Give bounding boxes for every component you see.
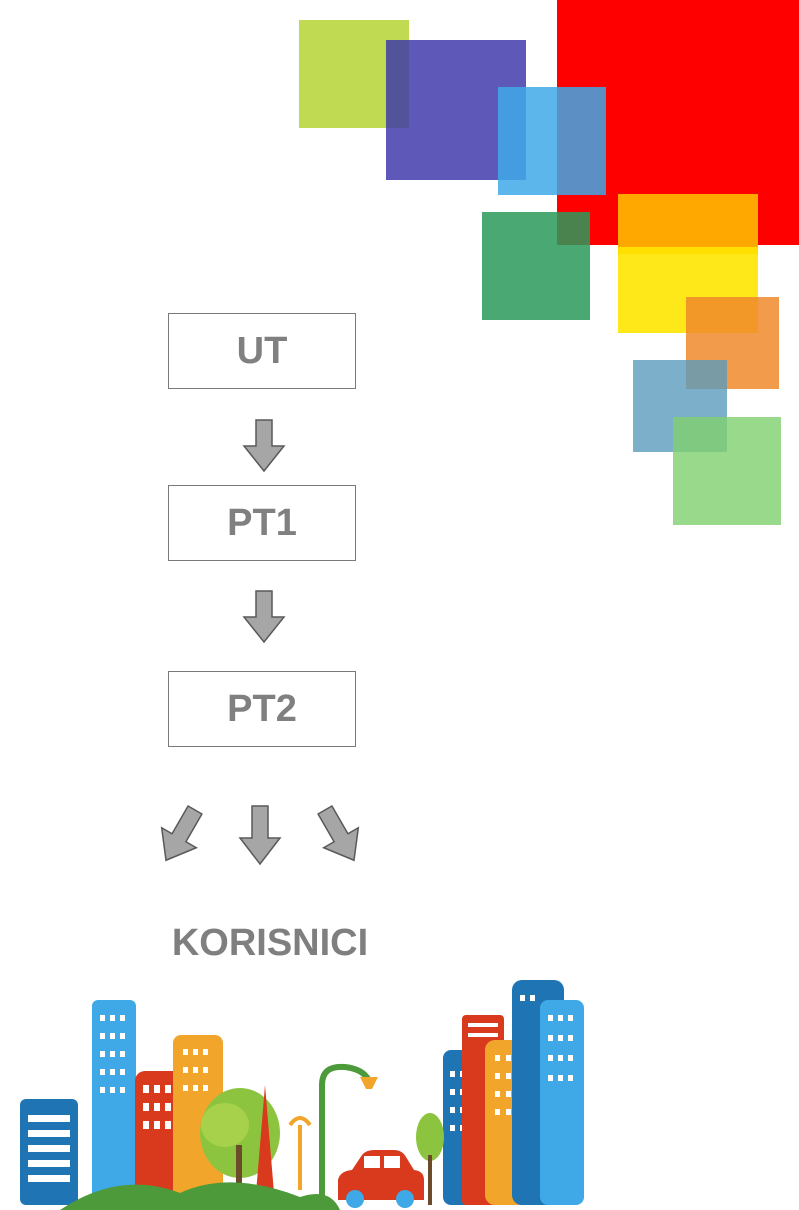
node-pt1-label: PT1 bbox=[227, 501, 297, 544]
building-skyblue-tall bbox=[92, 1000, 136, 1205]
node-pt2-label: PT2 bbox=[227, 687, 297, 730]
square-green bbox=[482, 212, 590, 320]
hills-left bbox=[60, 1182, 340, 1210]
square-light-green bbox=[673, 417, 781, 525]
car bbox=[338, 1150, 424, 1208]
users-label: KORISNICI bbox=[171, 922, 369, 964]
tree-right bbox=[416, 1113, 444, 1161]
node-ut: UT bbox=[168, 313, 356, 389]
arrow-down-left bbox=[160, 804, 203, 862]
node-ut-label: UT bbox=[236, 329, 288, 372]
tree-cone-red bbox=[255, 1085, 275, 1205]
node-pt1: PT1 bbox=[168, 485, 356, 561]
arrows-pt2-to-users bbox=[160, 804, 360, 866]
city-illustration bbox=[20, 980, 584, 1210]
arrow-down bbox=[238, 805, 282, 866]
arrow-pt1-to-pt2 bbox=[242, 590, 286, 644]
decorative-squares bbox=[299, 0, 799, 525]
arrow-ut-to-pt1 bbox=[242, 419, 286, 473]
node-pt2: PT2 bbox=[168, 671, 356, 747]
square-orange bbox=[618, 194, 758, 254]
arrow-down-right bbox=[317, 804, 360, 862]
building-skyblue-right bbox=[540, 1000, 584, 1205]
square-skyblue bbox=[498, 87, 606, 195]
street-lamp bbox=[319, 1063, 371, 1210]
